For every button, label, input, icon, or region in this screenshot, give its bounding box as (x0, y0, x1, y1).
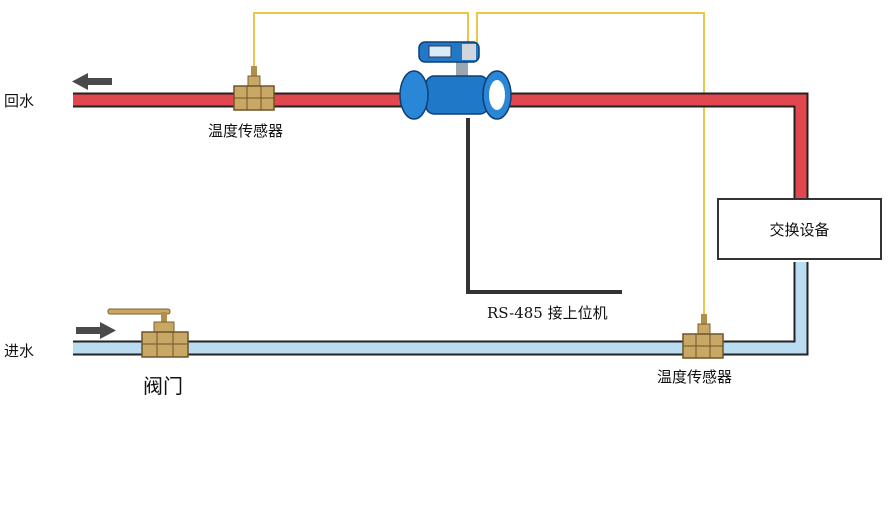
return-pipe (73, 92, 809, 200)
exchange-equipment-label: 交换设备 (769, 220, 830, 239)
temperature-sensor-icon (233, 66, 275, 111)
inlet-water-label: 进水 (4, 342, 35, 360)
signal-wire-bottom-sensor (476, 12, 705, 318)
temp-sensor-label-top: 温度传感器 (208, 122, 284, 140)
inlet-pipe (73, 262, 809, 356)
signal-wires (253, 12, 705, 318)
signal-wire-top-sensor (253, 12, 469, 70)
temp-sensor-label-bottom: 温度传感器 (657, 368, 733, 386)
rs485-cable (466, 118, 622, 294)
valve-label: 阀门 (143, 374, 183, 398)
return-water-label: 回水 (4, 92, 35, 110)
arrow-left-icon (72, 73, 112, 90)
arrow-right-icon (76, 322, 116, 339)
electromagnetic-flowmeter-icon (399, 41, 512, 120)
temperature-sensor-icon (682, 314, 724, 359)
rs485-label: RS-485 接上位机 (487, 304, 608, 322)
ball-valve-icon (107, 308, 189, 358)
exchange-equipment-box: 交换设备 (717, 198, 882, 260)
